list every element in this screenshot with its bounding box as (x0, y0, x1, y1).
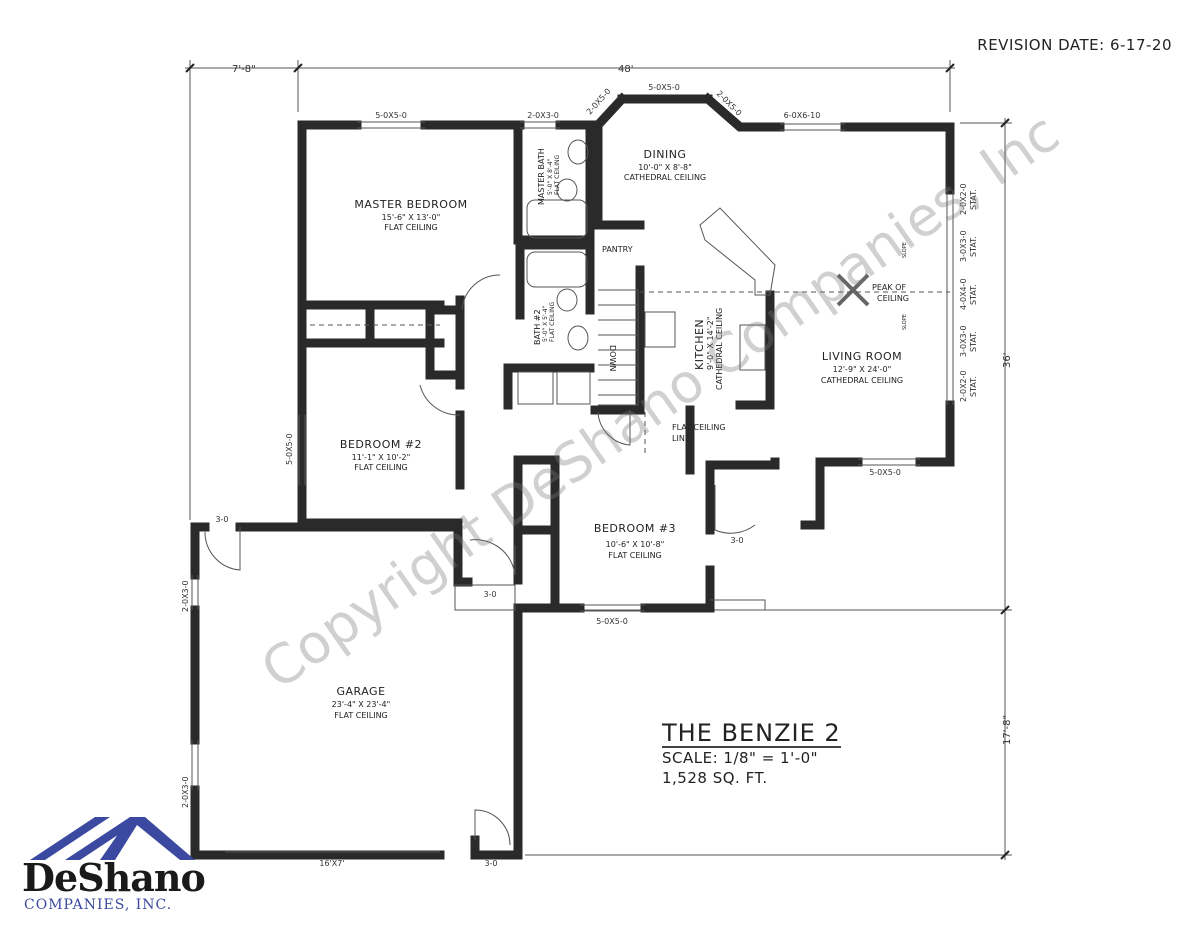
deshano-logo: DeShano COMPANIES, INC. (20, 815, 210, 915)
window-label: 2-0X2-0 (959, 183, 968, 215)
room-ceiling: CATHEDRAL CEILING (624, 173, 706, 182)
room-ceiling: FLAT CEILING (608, 551, 662, 560)
room-size: 10'-0" X 8'-8" (638, 163, 692, 172)
window-label: 5-0X5-0 (648, 83, 680, 92)
window-label: STAT. (969, 376, 978, 397)
room-ceiling: CATHEDRAL CEILING (821, 376, 903, 385)
room-name: GARAGE (336, 685, 385, 698)
slope-label-2: SLOPE (902, 314, 908, 330)
flat-ceiling-line-1: FLAT CEILING (672, 423, 726, 432)
walls (190, 92, 955, 860)
room-name: BEDROOM #2 (340, 438, 422, 451)
plan-name: THE BENZIE 2 (662, 719, 841, 748)
door-label: 3-0 (484, 859, 497, 868)
room-bath2: BATH #2 5'-0" X 5'-4" FLAT CEILING (533, 302, 556, 345)
room-name: LIVING ROOM (822, 350, 902, 363)
door-label: 3-0 (483, 590, 496, 599)
revision-date: REVISION DATE: 6-17-20 (977, 36, 1172, 54)
room-size: 23'-4" X 23'-4" (332, 700, 391, 709)
title-block: THE BENZIE 2 SCALE: 1/8" = 1'-0" 1,528 S… (662, 720, 841, 788)
window-label: 5-0X5-0 (596, 617, 628, 626)
room-name: MASTER BEDROOM (354, 198, 467, 211)
dimension-lines (185, 60, 1012, 860)
room-size: 10'-6" X 10'-8" (606, 540, 665, 549)
roof-icon (30, 817, 195, 860)
flat-ceiling-line-2: LINE (672, 434, 690, 443)
door-labels: 3-0 3-0 3-0 3-0 16'X7' (215, 515, 743, 868)
logo-name: DeShano (22, 855, 206, 900)
window-label: 5-0X5-0 (285, 433, 294, 465)
room-name: MASTER BATH (537, 148, 546, 205)
room-name: KITCHEN (693, 319, 706, 370)
room-dining: DINING 10'-0" X 8'-8" CATHEDRAL CEILING (624, 148, 706, 182)
room-ceiling: FLAT CEILING (334, 711, 388, 720)
logo-company: COMPANIES, INC. (24, 897, 173, 913)
window-label: 3-0X3-0 (959, 230, 968, 262)
room-size: 15'-6" X 13'-0" (382, 213, 441, 222)
room-name: BATH #2 (533, 309, 542, 345)
window-label: STAT. (969, 189, 978, 210)
door-label: 3-0 (215, 515, 228, 524)
room-ceiling: FLAT CEILING (549, 302, 556, 342)
dim-left-top: 7'-8" (232, 64, 256, 75)
door-label: 3-0 (730, 536, 743, 545)
room-name: DINING (644, 148, 687, 161)
plan-scale: SCALE: 1/8" = 1'-0" (662, 749, 819, 767)
stairs-label: DOWN (608, 345, 617, 371)
window-label: 6-0X6-10 (784, 111, 821, 120)
room-name: BEDROOM #3 (594, 522, 676, 535)
peak-label-2: CEILING (877, 294, 909, 303)
dim-right-lower: 17'-8" (1002, 715, 1013, 745)
room-living: LIVING ROOM 12'-9" X 24'-0" CATHEDRAL CE… (821, 350, 903, 385)
room-garage: GARAGE 23'-4" X 23'-4" FLAT CEILING (332, 685, 391, 720)
room-pantry: PANTRY (602, 245, 633, 254)
ceiling-lines (310, 291, 950, 455)
room-size: 12'-9" X 24'-0" (833, 365, 892, 374)
room-size: 5'-0" X 5'-4" (542, 305, 549, 342)
dim-overall-width: 48' (618, 64, 633, 75)
window-label: STAT. (969, 284, 978, 305)
plan-area: 1,528 SQ. FT. (662, 769, 768, 787)
room-kitchen: KITCHEN 9'-0" X 14'-2" CATHEDRAL CEILING (693, 308, 724, 390)
room-bedroom3: BEDROOM #3 10'-6" X 10'-8" FLAT CEILING (594, 522, 676, 560)
door-swings (204, 274, 766, 846)
window-label: 2-0X3-0 (181, 776, 190, 808)
window-label: 3-0X3-0 (959, 325, 968, 357)
room-ceiling: FLAT CEILING (554, 155, 561, 195)
room-size: 5'-0" X 8'-4" (547, 158, 554, 195)
peak-label-1: PEAK OF (872, 283, 906, 292)
window-label: 2-0X3-0 (527, 111, 559, 120)
window-label: 2-0X3-0 (181, 580, 190, 612)
room-ceiling: FLAT CEILING (354, 463, 408, 472)
room-ceiling: FLAT CEILING (384, 223, 438, 232)
room-ceiling: CATHEDRAL CEILING (715, 308, 724, 390)
room-size: 9'-0" X 14'-2" (706, 316, 715, 370)
room-size: 11'-1" X 10'-2" (352, 453, 411, 462)
window-label: STAT. (969, 331, 978, 352)
room-master-bath: MASTER BATH 5'-0" X 8'-4" FLAT CEILING (537, 148, 561, 205)
window-label: STAT. (969, 236, 978, 257)
dim-right-upper: 36' (1002, 353, 1013, 368)
room-master-bedroom: MASTER BEDROOM 15'-6" X 13'-0" FLAT CEIL… (354, 198, 467, 232)
windows (191, 121, 954, 853)
fixtures (517, 139, 870, 406)
window-label: 4-0X4-0 (959, 278, 968, 310)
window-label: 5-0X5-0 (375, 111, 407, 120)
door-label: 16'X7' (319, 859, 344, 868)
slope-label-1: SLOPE (902, 242, 908, 258)
window-label: 2-0X2-0 (959, 370, 968, 402)
window-label: 5-0X5-0 (869, 468, 901, 477)
room-bedroom2: BEDROOM #2 11'-1" X 10'-2" FLAT CEILING (340, 438, 422, 472)
